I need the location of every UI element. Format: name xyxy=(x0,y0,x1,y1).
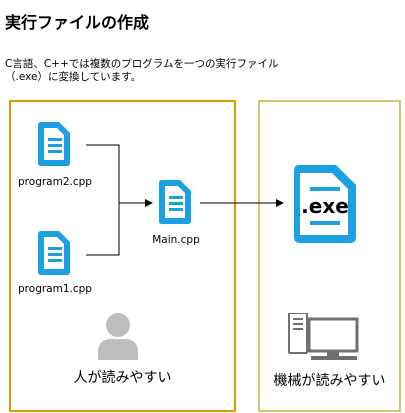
machine-readable-box: 機械が読みやすい xyxy=(258,100,401,412)
desktop-computer-icon xyxy=(288,313,359,360)
human-readable-label: 人が読みやすい xyxy=(73,370,172,386)
machine-readable-label: 機械が読みやすい xyxy=(273,373,386,389)
executable-file-icon: .exe xyxy=(294,165,356,243)
connector-program1-to-main xyxy=(86,203,120,256)
diagram-description: C言語、C++では複数のプログラムを一つの実行ファイル（.exe）に変換していま… xyxy=(5,58,279,83)
program2-label: program2.cpp xyxy=(18,176,92,188)
person-icon xyxy=(98,313,138,360)
human-readable-box: 人が読みやすい xyxy=(9,100,236,412)
program1-label: program1.cpp xyxy=(18,283,92,295)
connector-program2-to-main xyxy=(86,144,153,207)
diagram-title: 実行ファイルの作成 xyxy=(5,13,150,32)
document-icon xyxy=(38,231,70,275)
document-icon xyxy=(38,122,70,166)
main-cpp-label: Main.cpp xyxy=(152,234,200,246)
exe-label: .exe xyxy=(301,194,349,218)
document-icon xyxy=(159,180,191,224)
